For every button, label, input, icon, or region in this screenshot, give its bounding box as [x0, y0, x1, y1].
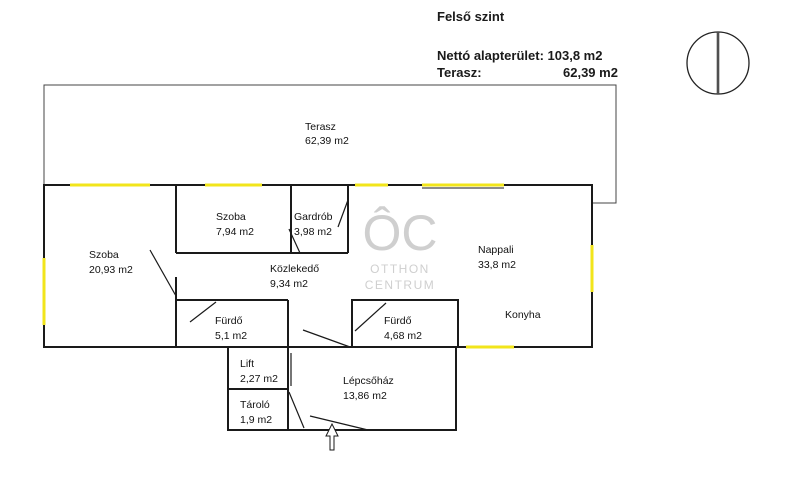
room-name-gardrob: Gardrób	[294, 211, 333, 223]
room-name-lift: Lift	[240, 358, 254, 370]
windows	[42, 183, 594, 349]
room-name-szoba2: Szoba	[216, 211, 246, 223]
level-title: Felső szint	[437, 9, 505, 24]
terrace-label: Terasz:	[437, 65, 482, 80]
room-name-terasz: Terasz	[305, 121, 336, 133]
room-area-furdo1: 5,1 m2	[215, 330, 247, 342]
room-area-lepcsohaz: 13,86 m2	[343, 390, 387, 402]
room-area-lift: 2,27 m2	[240, 373, 278, 385]
svg-text:CENTRUM: CENTRUM	[365, 278, 436, 292]
room-area-gardrob: 3,98 m2	[294, 226, 332, 238]
room-area-nappali: 33,8 m2	[478, 259, 516, 271]
svg-text:ÔC: ÔC	[363, 205, 438, 261]
room-name-nappali: Nappali	[478, 244, 514, 256]
room-name-furdo1: Fürdő	[215, 315, 243, 327]
room-area-szoba2: 7,94 m2	[216, 226, 254, 238]
otthon-centrum-logo: ÔC OTTHON CENTRUM	[363, 205, 438, 292]
terrace-value: 62,39 m2	[563, 65, 618, 80]
entrance-arrow-icon	[325, 422, 339, 451]
svg-text:OTTHON: OTTHON	[370, 262, 430, 276]
room-area-kozlekedo: 9,34 m2	[270, 278, 308, 290]
terrace-outline	[43, 84, 617, 204]
room-name-kozlekedo: Közlekedő	[270, 263, 319, 275]
room-labels: Terasz 62,39 m2 Szoba 20,93 m2 Szoba 7,9…	[89, 121, 541, 426]
door-swings	[149, 199, 387, 431]
room-area-szoba1: 20,93 m2	[89, 264, 133, 276]
room-name-konyha: Konyha	[505, 309, 541, 321]
room-area-terasz: 62,39 m2	[305, 135, 349, 147]
room-name-szoba1: Szoba	[89, 249, 119, 261]
net-area-label: Nettó alapterület: 103,8 m2	[437, 48, 603, 63]
room-name-tarolo: Tároló	[240, 399, 270, 411]
north-compass-icon	[686, 31, 750, 95]
room-area-furdo2: 4,68 m2	[384, 330, 422, 342]
room-name-furdo2: Fürdő	[384, 315, 412, 327]
room-name-lepcsohaz: Lépcsőház	[343, 375, 394, 387]
room-area-tarolo: 1,9 m2	[240, 414, 272, 426]
